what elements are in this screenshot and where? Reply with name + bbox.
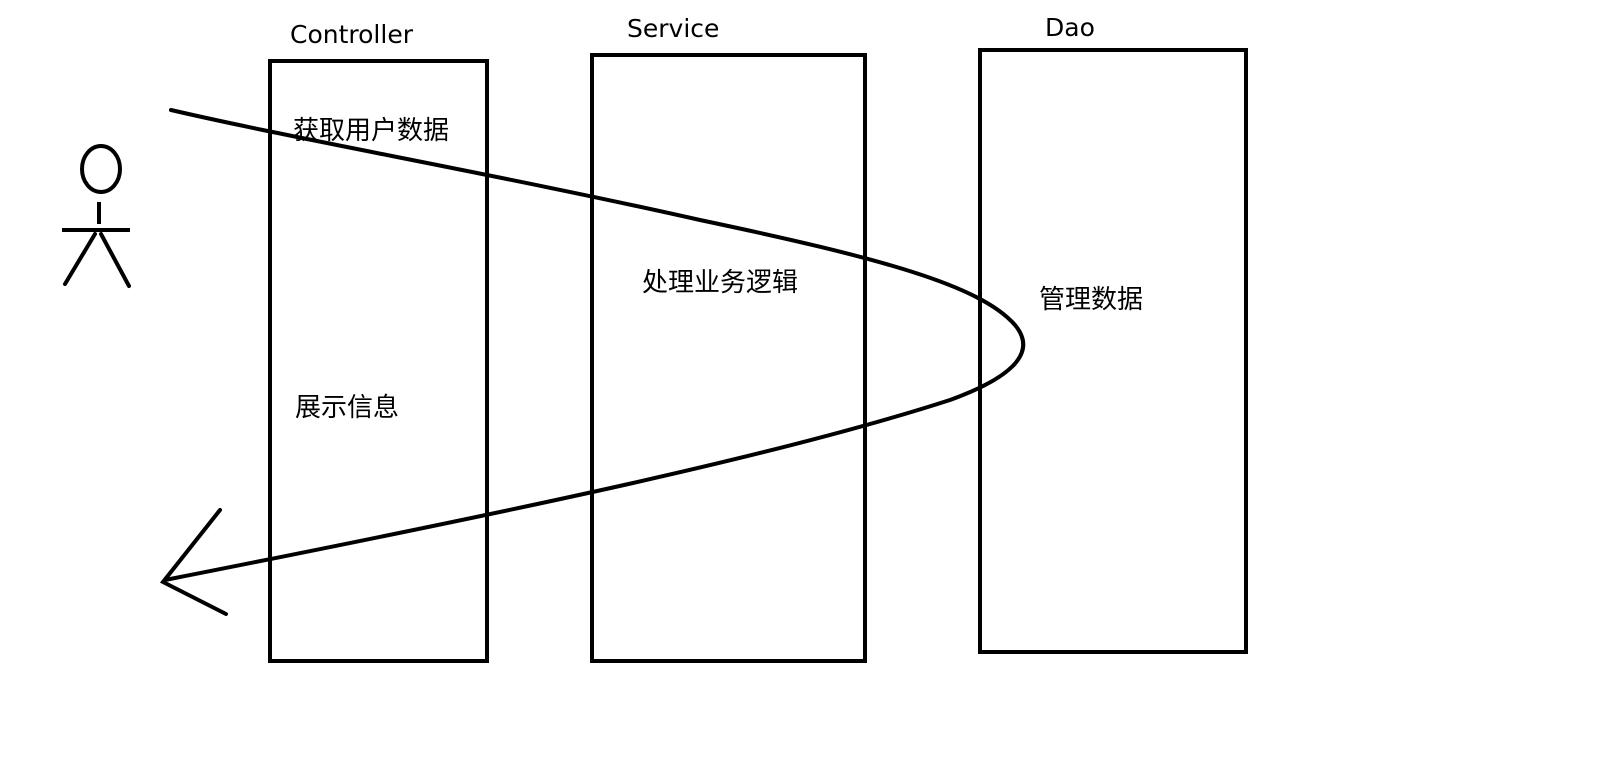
service-box xyxy=(590,53,867,663)
service-note-business-logic: 处理业务逻辑 xyxy=(642,268,799,298)
service-title: Service xyxy=(627,14,720,43)
controller-box xyxy=(268,59,489,663)
user-stick-figure-icon xyxy=(62,144,131,288)
controller-title: Controller xyxy=(290,20,413,49)
dao-box xyxy=(978,48,1248,654)
controller-note-show-info: 展示信息 xyxy=(295,393,400,423)
dao-note-manage-data: 管理数据 xyxy=(1039,285,1144,315)
dao-title: Dao xyxy=(1045,13,1095,42)
